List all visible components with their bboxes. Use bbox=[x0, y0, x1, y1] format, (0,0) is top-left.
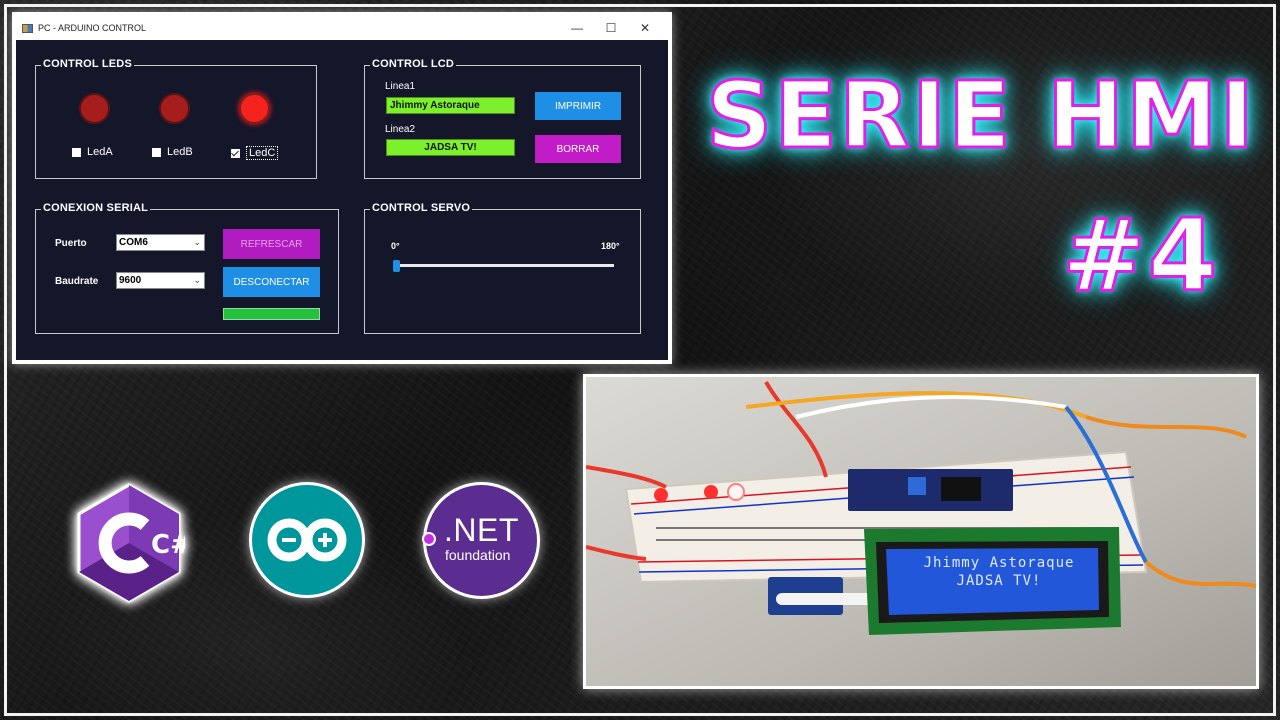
form-client: CONTROL LEDS LedA LedB LedC CONTROL LCD … bbox=[16, 40, 668, 360]
dotnet-dot-icon bbox=[422, 532, 436, 546]
group-title-lcd: CONTROL LCD bbox=[370, 58, 457, 70]
disconnect-button[interactable]: DESCONECTAR bbox=[223, 267, 320, 297]
port-select[interactable]: COM6 ⌄ bbox=[116, 234, 205, 251]
app-window: PC - ARDUINO CONTROL — ☐ ✕ CONTROL LEDS … bbox=[12, 12, 672, 364]
lcd-screen-line2: JADSA TV! bbox=[956, 573, 1042, 589]
lcd-screen-line1: Jhimmy Astoraque bbox=[923, 555, 1075, 571]
connection-progress-bar bbox=[223, 308, 320, 320]
baud-value: 9600 bbox=[119, 275, 142, 286]
arduino-infinity-icon bbox=[267, 518, 347, 562]
line1-input[interactable]: Jhimmy Astoraque bbox=[386, 97, 515, 114]
breadboard-photo-illustration bbox=[586, 377, 1256, 686]
dotnet-logo-text: .NET bbox=[444, 512, 519, 548]
line2-label: Linea2 bbox=[385, 124, 416, 135]
dotnet-foundation-logo: .NET foundation bbox=[422, 485, 537, 596]
arduino-logo-icon bbox=[252, 485, 362, 595]
chevron-down-icon: ⌄ bbox=[193, 275, 201, 285]
servo-slider-thumb[interactable] bbox=[393, 260, 400, 272]
dotnet-logo-subtext: foundation bbox=[445, 547, 511, 563]
port-label: Puerto bbox=[55, 238, 87, 249]
led-c-indicator bbox=[239, 93, 270, 124]
baud-select[interactable]: 9600 ⌄ bbox=[116, 272, 205, 289]
print-button[interactable]: IMPRIMIR bbox=[535, 92, 621, 120]
window-controls: — ☐ ✕ bbox=[560, 16, 662, 40]
servo-max-label: 180° bbox=[601, 241, 620, 251]
csharp-logo-text: C# bbox=[151, 530, 185, 560]
checkbox-ledc[interactable]: LedC bbox=[231, 146, 279, 160]
group-title-servo: CONTROL SERVO bbox=[370, 202, 473, 214]
line1-label: Linea1 bbox=[385, 81, 416, 92]
checkbox-ledb[interactable]: LedB bbox=[152, 146, 193, 158]
maximize-button[interactable]: ☐ bbox=[605, 21, 617, 35]
servo-slider-track[interactable] bbox=[393, 264, 614, 267]
group-title-leds: CONTROL LEDS bbox=[41, 58, 134, 70]
checkbox-leda-box[interactable] bbox=[72, 147, 81, 157]
minimize-button[interactable]: — bbox=[571, 21, 583, 35]
headline-line2: #4 bbox=[1060, 197, 1220, 314]
led-a-indicator bbox=[79, 93, 110, 124]
checkbox-ledb-label: LedB bbox=[167, 146, 193, 158]
app-icon bbox=[22, 23, 33, 33]
chevron-down-icon: ⌄ bbox=[193, 237, 201, 247]
baud-label: Baudrate bbox=[55, 276, 99, 287]
csharp-logo-icon: C# bbox=[77, 483, 185, 603]
checkbox-ledc-label: LedC bbox=[246, 146, 279, 160]
group-control-leds: CONTROL LEDS LedA LedB LedC bbox=[35, 58, 317, 179]
led-b-indicator bbox=[159, 93, 190, 124]
group-serial: CONEXION SERIAL Puerto COM6 ⌄ Baudrate 9… bbox=[35, 202, 339, 334]
group-servo: CONTROL SERVO 0° 180° bbox=[364, 202, 641, 334]
port-value: COM6 bbox=[119, 237, 148, 248]
close-button[interactable]: ✕ bbox=[639, 21, 651, 35]
title-bar[interactable]: PC - ARDUINO CONTROL — ☐ ✕ bbox=[16, 16, 668, 40]
checkbox-ledc-box[interactable] bbox=[231, 148, 240, 158]
group-title-serial: CONEXION SERIAL bbox=[41, 202, 151, 214]
servo-min-label: 0° bbox=[391, 241, 400, 251]
window-title: PC - ARDUINO CONTROL bbox=[38, 23, 147, 33]
line2-input[interactable]: JADSA TV! bbox=[386, 139, 515, 156]
checkbox-leda[interactable]: LedA bbox=[72, 146, 113, 158]
refresh-button[interactable]: REFRESCAR bbox=[223, 229, 320, 259]
group-control-lcd: CONTROL LCD Linea1 Jhimmy Astoraque Line… bbox=[364, 58, 641, 179]
checkbox-ledb-box[interactable] bbox=[152, 147, 161, 157]
clear-button[interactable]: BORRAR bbox=[535, 135, 621, 163]
hardware-photo: Jhimmy Astoraque JADSA TV! bbox=[583, 374, 1259, 689]
checkbox-leda-label: LedA bbox=[87, 146, 113, 158]
headline-line1: SERIE HMI bbox=[705, 62, 1256, 169]
